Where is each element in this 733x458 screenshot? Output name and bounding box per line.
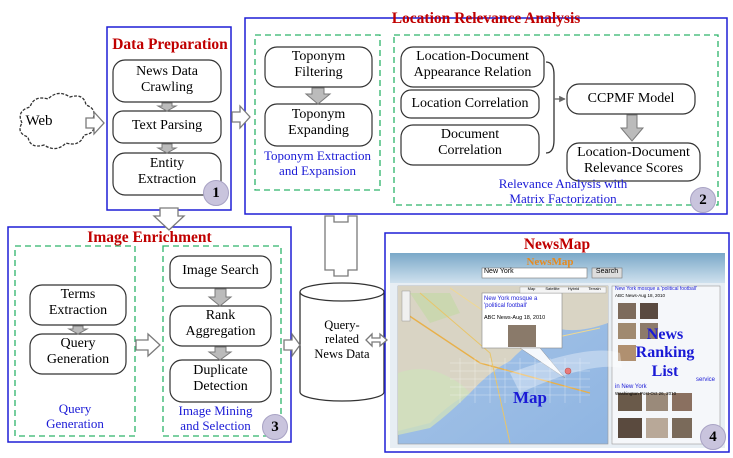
query-caption: Query Generation [46, 401, 104, 431]
list-item-1-link[interactable]: New York mosque a 'political football' [615, 286, 697, 292]
step-toponym-expanding: Toponym Expanding [288, 107, 349, 139]
step-entity-extraction: Entity Extraction [137, 156, 197, 188]
newsmap-search-input[interactable]: New York [484, 268, 514, 275]
step-rank-aggregation: Rank Aggregation [185, 308, 256, 340]
panel-3-border [7, 226, 292, 443]
step-news-crawling: News Data Crawling [136, 64, 198, 96]
query-dashed-group [14, 245, 136, 437]
map-tab-map[interactable]: Map [527, 286, 536, 291]
list-item-2-source: Washington Post-Oct 26, 2010 [615, 391, 677, 396]
step-arrows [67, 87, 645, 361]
map-tab-hybrid[interactable]: Hybrid [567, 286, 580, 291]
ccpmf-model: CCPMF Model [587, 91, 675, 106]
panel-1-title: Data Preparation [112, 36, 228, 53]
list-item-1-source: ABC News-Aug 18, 2010 [615, 293, 666, 298]
list-label: News Ranking List [635, 326, 695, 380]
map-tab-terrain[interactable]: Terrain [588, 286, 601, 291]
panel-4-title: NewsMap [523, 236, 591, 253]
map-tab-satellite[interactable]: Satellite [545, 286, 560, 291]
matrix-dashed-group [393, 34, 719, 206]
list-item-2-tail: service [696, 377, 716, 383]
input-appearance-relation: Location-Document Appearance Relation [413, 49, 532, 81]
panel-3-boxes [29, 255, 272, 403]
flow-arrows [85, 104, 388, 358]
newsmap-screenshot [390, 253, 725, 448]
panel-4-number: 4 [700, 424, 726, 450]
popup-source: ABC News-Aug 18, 2010 [484, 315, 546, 321]
step-query-generation: Query Generation [46, 336, 110, 368]
panel-2-boxes [264, 46, 701, 182]
news-database-cylinder [299, 282, 385, 402]
database-label: Query- related News Data [314, 318, 370, 361]
step-text-parsing: Text Parsing [131, 118, 203, 133]
newsmap-logo: NewsMap [526, 256, 574, 268]
step-image-search: Image Search [182, 263, 259, 278]
relevance-scores: Location-Document Relevance Scores [577, 145, 690, 177]
web-label: Web [25, 113, 53, 129]
mining-caption: Image Mining and Selection [178, 403, 253, 433]
panel-3-number: 3 [262, 414, 288, 440]
input-document-correlation: Document Correlation [438, 127, 502, 159]
panel-2-title: Location Relevance Analysis [391, 10, 581, 27]
input-location-correlation: Location Correlation [411, 96, 529, 111]
panel-1-number: 1 [203, 180, 229, 206]
newsmap-search-button[interactable]: Search [595, 268, 619, 275]
popup-title-link[interactable]: New York mosque a 'political football' [484, 296, 538, 309]
toponym-dashed-group [254, 34, 381, 191]
toponym-caption: Toponym Extraction and Expansion [263, 148, 372, 178]
map-label: Map [513, 388, 547, 407]
step-toponym-filtering: Toponym Filtering [291, 49, 346, 81]
list-item-2-link[interactable]: in New York [615, 384, 647, 390]
step-terms-extraction: Terms Extraction [48, 287, 108, 319]
panel-3-title: Image Enrichment [87, 229, 212, 246]
mining-dashed-group [162, 245, 282, 437]
step-duplicate-detection: Duplicate Detection [193, 363, 248, 395]
panel-2-number: 2 [690, 187, 716, 213]
matrix-caption: Relevance Analysis with Matrix Factoriza… [498, 176, 628, 206]
